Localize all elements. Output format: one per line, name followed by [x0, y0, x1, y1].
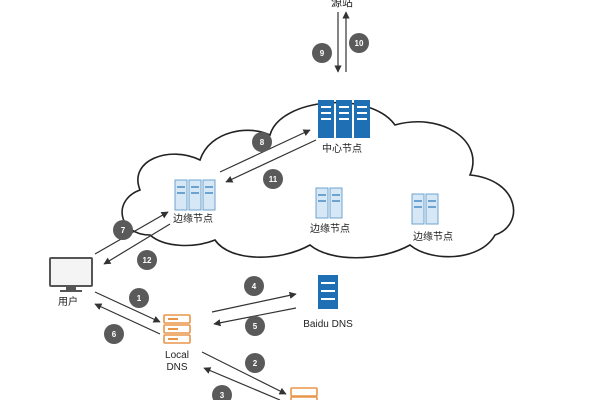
step-2-number: 2: [253, 359, 258, 368]
edge-right-label: 边缘节点: [413, 230, 453, 243]
step-badges: 9 10 8 11 7 12 1 6: [104, 33, 369, 400]
step-5-number: 5: [253, 322, 258, 331]
center-server-icon: [318, 100, 370, 138]
step-7-number: 7: [121, 226, 126, 235]
step-6-number: 6: [112, 330, 117, 339]
step-badge-11: 11: [263, 169, 283, 189]
step-badge-5: 5: [245, 316, 265, 336]
arrow-3: [203, 367, 281, 400]
bottom-server-icon: [290, 387, 318, 400]
step-badge-12: 12: [137, 250, 157, 270]
user-label: 用户: [58, 295, 78, 308]
baidu-dns-label: Baidu DNS: [303, 319, 353, 330]
arrow-11: [225, 139, 317, 183]
step-9-number: 9: [320, 49, 325, 58]
step-badge-1: 1: [129, 288, 149, 308]
center-node-label: 中心节点: [322, 142, 362, 155]
step-badge-8: 8: [252, 132, 272, 152]
arrows: [94, 11, 350, 400]
step-3-number: 3: [220, 391, 225, 400]
arrow-2: [201, 351, 287, 395]
edge-left-label: 边缘节点: [173, 212, 213, 225]
arrow-12: [103, 223, 171, 265]
step-12-number: 12: [143, 256, 152, 265]
edge-mid-label: 边缘节点: [310, 222, 350, 235]
step-badge-9: 9: [312, 43, 332, 63]
step-8-number: 8: [260, 138, 265, 147]
edge-mid-server-icon: [315, 187, 343, 219]
step-badge-6: 6: [104, 324, 124, 344]
step-badge-3: 3: [212, 385, 232, 400]
edge-left-server-icon: [174, 179, 216, 211]
edge-right-server-icon: [411, 193, 439, 225]
arrow-4: [211, 291, 297, 313]
step-10-number: 10: [355, 39, 364, 48]
baidu-dns-server-icon: [318, 275, 338, 309]
step-4-number: 4: [252, 282, 257, 291]
arrow-6: [94, 303, 161, 335]
monitor-icon: [49, 257, 93, 292]
step-badge-10: 10: [349, 33, 369, 53]
arrow-1: [94, 291, 161, 323]
local-dns-label-line2: DNS: [166, 362, 187, 373]
source-label: 源站: [331, 0, 353, 9]
step-1-number: 1: [137, 294, 142, 303]
step-11-number: 11: [269, 175, 278, 184]
local-dns-label-line1: Local: [165, 350, 189, 361]
step-badge-2: 2: [245, 353, 265, 373]
step-badge-7: 7: [113, 220, 133, 240]
step-badge-4: 4: [244, 276, 264, 296]
local-dns-server-icon: [163, 314, 191, 344]
